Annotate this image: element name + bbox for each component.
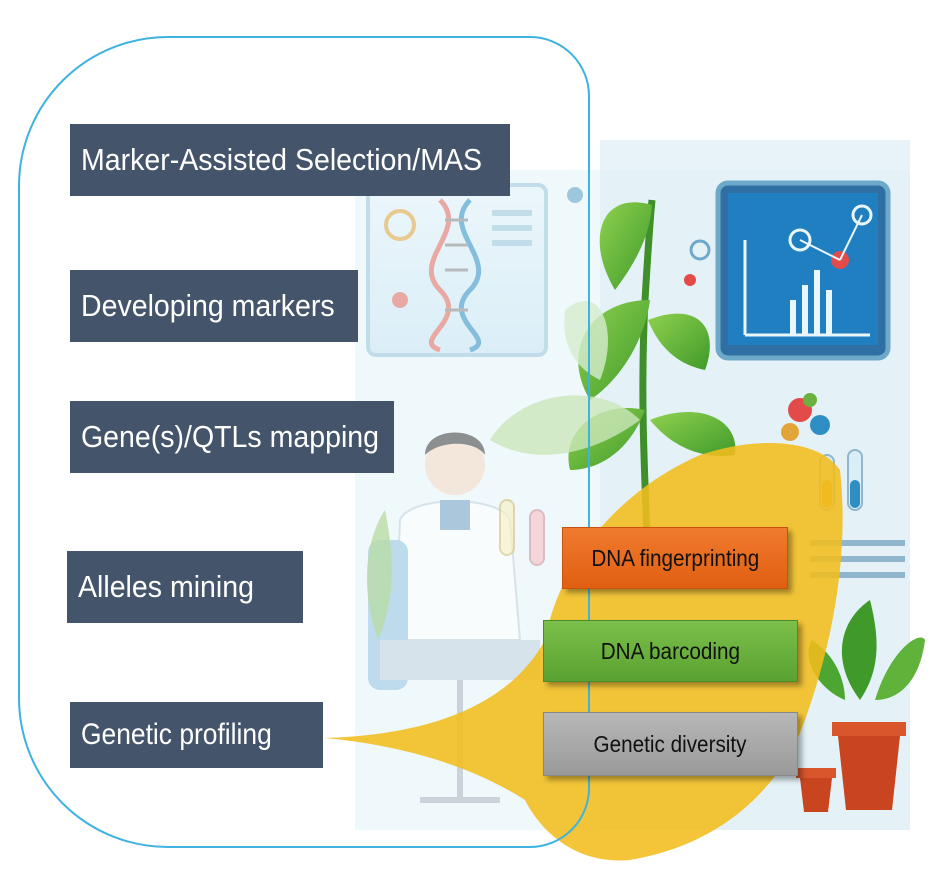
label-developing-markers: Developing markers [70,270,358,342]
dna-helix-icon [366,183,548,357]
molecule-icon [567,187,830,441]
label-text: Developing markers [81,288,335,323]
box-text: DNA fingerprinting [591,544,759,571]
label-gene-qtl-mapping: Gene(s)/QTLs mapping [70,401,394,473]
label-marker-assisted-selection: Marker-Assisted Selection/MAS [70,124,510,196]
box-genetic-diversity: Genetic diversity [543,712,798,776]
label-text: Alleles mining [78,569,254,604]
label-text: Marker-Assisted Selection/MAS [81,142,483,177]
box-dna-fingerprinting: DNA fingerprinting [562,527,788,589]
box-text: DNA barcoding [600,637,741,664]
label-text: Genetic profiling [81,718,272,751]
label-text: Gene(s)/QTLs mapping [81,419,380,454]
box-dna-barcoding: DNA barcoding [543,620,798,682]
potted-plant-icon [796,600,925,812]
label-alleles-mining: Alleles mining [67,551,303,623]
label-genetic-profiling: Genetic profiling [70,702,323,768]
monitor-chart-icon [715,180,891,361]
box-text: Genetic diversity [593,730,747,757]
